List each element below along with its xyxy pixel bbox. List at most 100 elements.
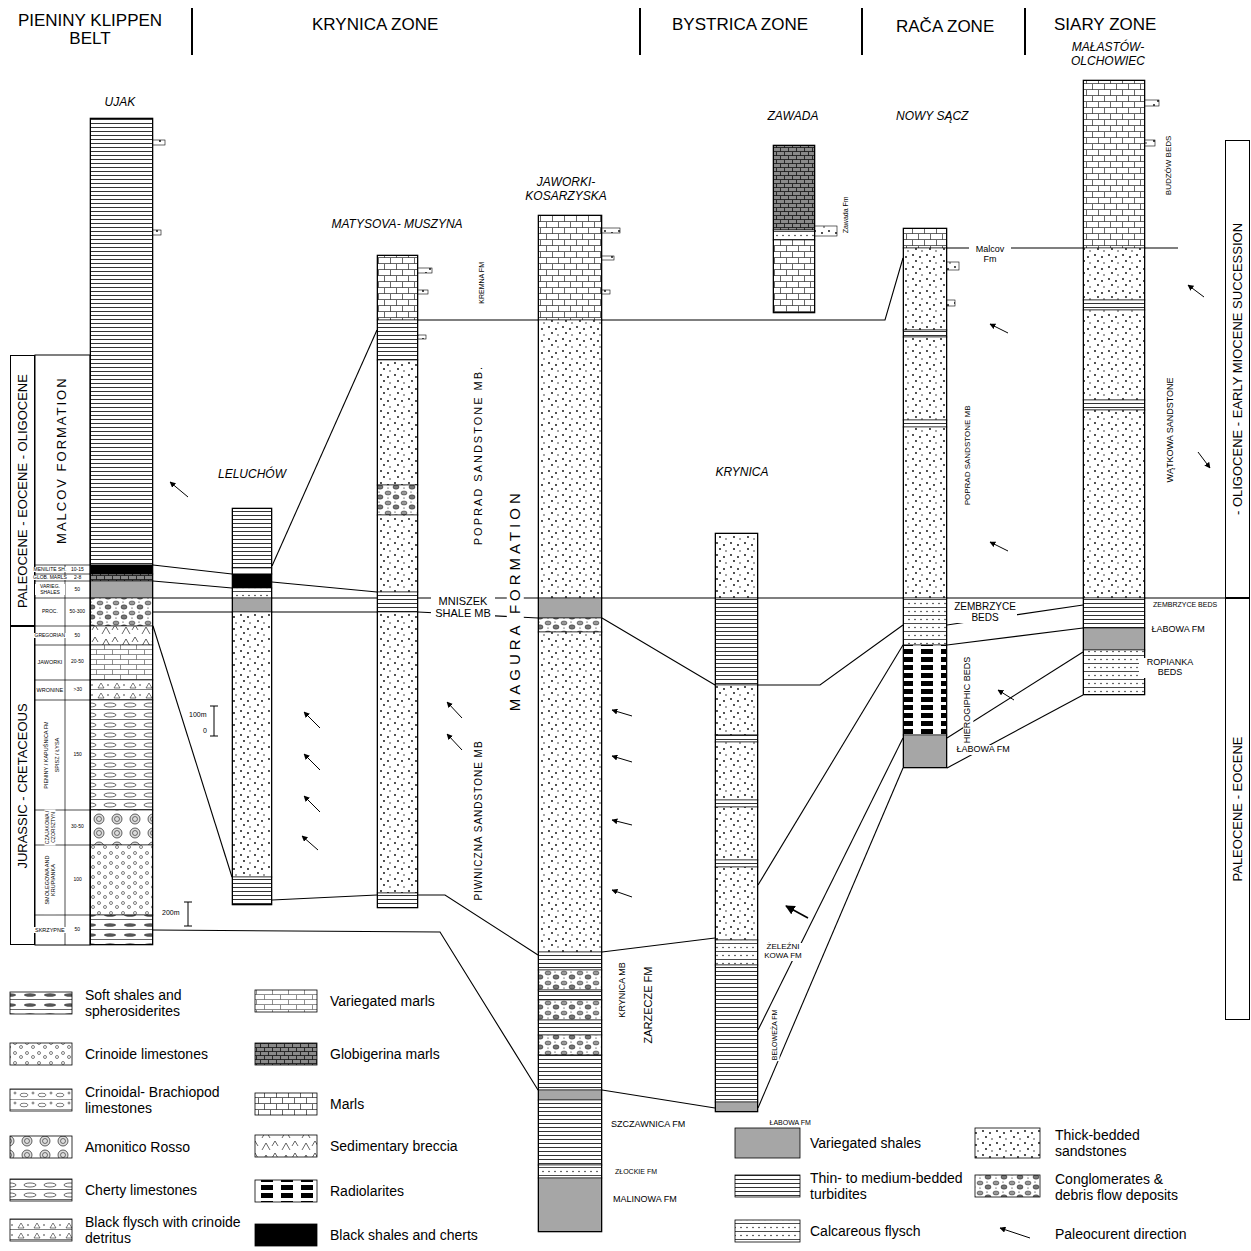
rock-bed [232, 508, 272, 568]
strat-label: ŁABOWA FM [956, 745, 1011, 755]
rock-bed [538, 632, 602, 952]
rock-bed [90, 645, 153, 680]
legend-swatch [10, 1089, 72, 1111]
rock-bed [90, 810, 153, 845]
strat-label: ŁABOWA FM [1151, 625, 1206, 635]
strat-label: SKRZYPNE [34, 927, 66, 933]
correlation-line [153, 611, 232, 612]
correlation-line [758, 645, 903, 885]
strat-label: MNISZEK SHALE MB [431, 595, 495, 619]
rock-bed [538, 1178, 602, 1232]
sandstone-bed [1145, 100, 1159, 106]
sandstone-bed [1145, 140, 1155, 146]
legend-text: Globigerina marls [330, 1046, 490, 1062]
frame-divider [35, 581, 90, 582]
strat-label: PROC. [41, 609, 59, 615]
strat-label: SIARY ZONE [1053, 16, 1157, 35]
rock-bed [538, 1020, 602, 1035]
legend-text: Amonitico Rosso [85, 1139, 245, 1155]
sandstone-bed [815, 226, 837, 236]
zone-separator [1024, 8, 1026, 55]
strat-label: MALINOWA FM [612, 1195, 678, 1205]
scale-bar [184, 926, 192, 927]
strat-label: ZEMBRZYCE BEDS [953, 601, 1017, 623]
legend-swatch [735, 1175, 800, 1197]
strat-label: ZARZECZE FM [642, 966, 654, 1045]
rock-bed [538, 320, 602, 598]
correlation-line [758, 597, 903, 598]
locality-heading: ZAWADA [768, 110, 819, 124]
rock-bed [903, 330, 947, 337]
strat-label: KREMNA FM [478, 261, 486, 305]
correlation-line [418, 319, 538, 320]
sandstone-bed [602, 256, 614, 260]
rock-bed [90, 915, 153, 945]
correlation-line [418, 895, 538, 955]
rock-bed [715, 807, 758, 860]
strat-label: ZŁOCKIE FM [614, 1168, 658, 1176]
strat-label: MAGURA FORMATION [507, 488, 524, 712]
strat-label: SMOLEGOWA AND KRUPIANKA [44, 846, 56, 914]
strat-label: 20-50 [70, 659, 85, 665]
legend-swatch [255, 990, 317, 1012]
zone-separator [191, 8, 193, 55]
paleocurrent-arrow [1188, 285, 1204, 297]
rock-bed [90, 626, 153, 645]
strat-label: PIWNICZNA SANDSTONE MB [473, 739, 484, 901]
rock-bed [715, 685, 758, 735]
strat-label: 100m [188, 711, 208, 719]
rock-bed [1083, 80, 1145, 248]
strat-label: POPRAD SANDSTONE MB. [472, 364, 484, 546]
legend-text: Variegated marls [330, 993, 490, 1009]
correlation-line [153, 565, 232, 574]
strat-label: BELOWEŻA FM [771, 1009, 779, 1062]
paleocurrent-arrow [304, 712, 320, 728]
rock-bed [715, 735, 758, 742]
legend-text: Conglomerates & debris flow deposits [1055, 1171, 1205, 1203]
strat-label: CZAJAKOWA / CZORSZTYN [45, 809, 56, 845]
zone-separator [861, 8, 863, 55]
rock-bed [538, 1035, 602, 1055]
paleocurrent-arrow [990, 324, 1008, 333]
rock-bed [232, 588, 272, 598]
scale-bar [188, 902, 189, 926]
locality-heading: MAŁASTÓW- OLCHOWIEC [1058, 41, 1158, 69]
legend-swatch [255, 1180, 317, 1202]
legend-swatch [10, 1043, 72, 1065]
rock-bed [903, 645, 947, 735]
rock-bed [232, 877, 272, 905]
paleocurrent-arrow [612, 756, 632, 762]
strat-label: POPRAD SANDSTONE MB [964, 404, 973, 506]
rock-bed [538, 990, 602, 1000]
strat-column: LELUCHÓW [232, 508, 272, 905]
strat-label: Zawada Fm [841, 195, 849, 234]
legend-swatch [735, 1220, 800, 1242]
legend-swatch [975, 1128, 1040, 1158]
legend-swatch [735, 1128, 800, 1158]
legend-swatch [10, 1179, 72, 1201]
correlation-line [153, 597, 232, 598]
frame-divider [35, 915, 90, 916]
paleocurrent-arrow [1198, 452, 1210, 468]
rock-bed [90, 680, 153, 700]
strat-label: Malcov Fm [969, 245, 1011, 265]
rock-bed [715, 742, 758, 800]
rock-bed [377, 320, 418, 360]
legend-text: Paleocurent direction [1055, 1226, 1205, 1242]
paleocurrent-arrow [447, 734, 462, 750]
paleocurrent-arrow [304, 754, 320, 770]
strat-label: 50 [74, 927, 82, 933]
correlation-line [272, 582, 377, 592]
legend-text: Black shales and cherts [330, 1227, 500, 1243]
strat-label: 150 [73, 752, 83, 758]
correlation-line [758, 738, 903, 1030]
rock-bed [538, 1055, 602, 1090]
strat-label: RAČA ZONE [895, 18, 995, 37]
frame-divider [35, 810, 90, 811]
correlation-line [947, 628, 1083, 645]
paleocurrent-arrow [990, 542, 1008, 551]
rock-bed [538, 1090, 602, 1100]
rock-bed [90, 700, 153, 810]
age-label: PALEOCENE - EOCENE [1230, 737, 1244, 882]
